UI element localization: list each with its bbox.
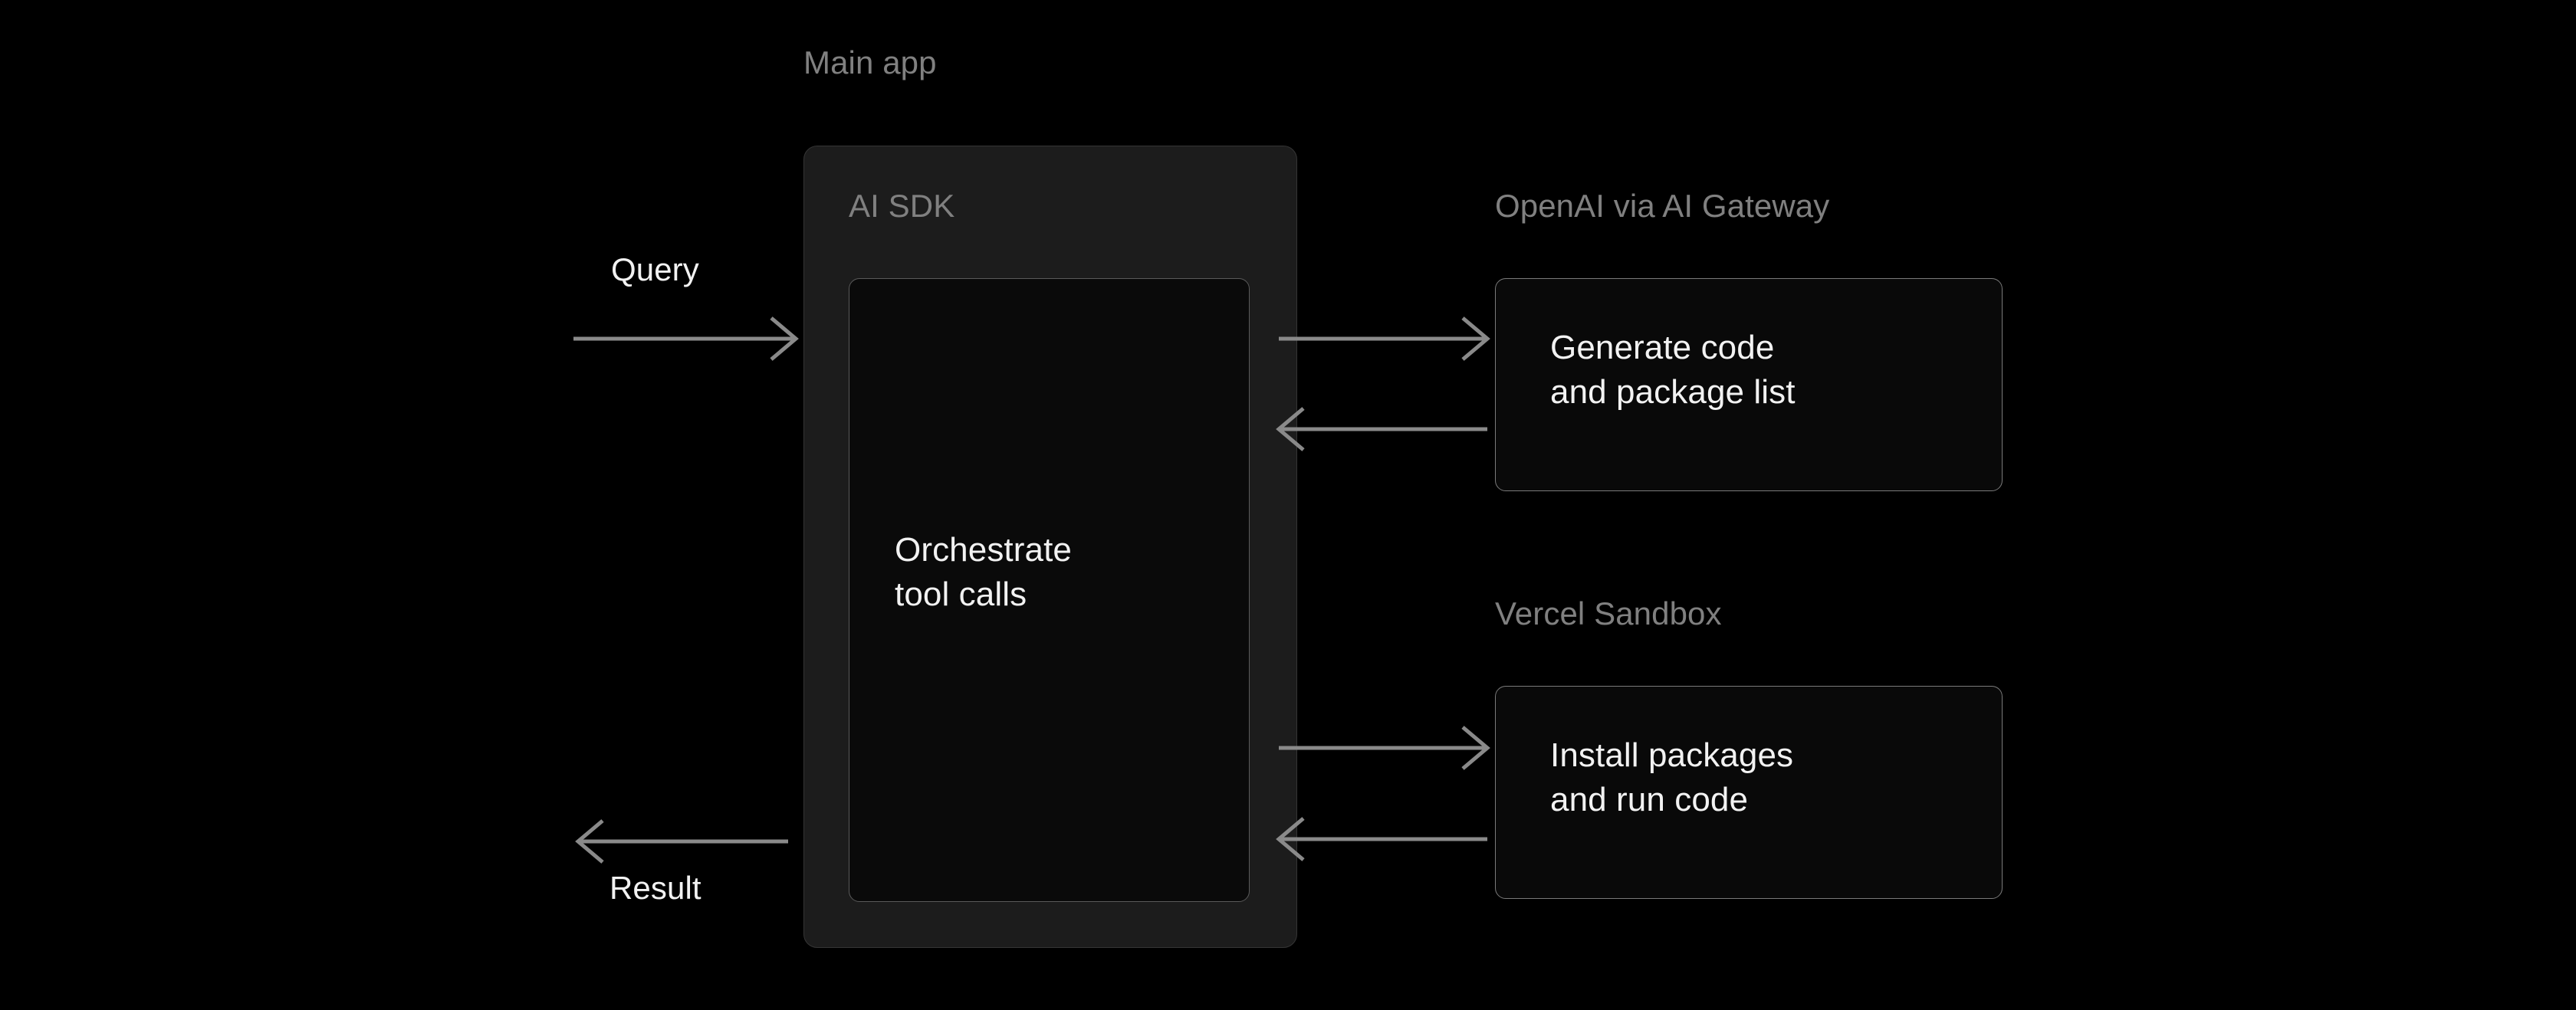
vercel-sandbox-box <box>1495 686 2003 899</box>
vercel-sandbox-text: Install packages and run code <box>1550 736 1794 819</box>
sdk-to-openai-arrow <box>1279 316 1490 361</box>
query-arrow <box>573 316 799 361</box>
openai-gateway-text: Generate code and package list <box>1550 329 1796 412</box>
openai-gateway-label: OpenAI via AI Gateway <box>1495 188 1830 224</box>
result-arrow <box>575 819 788 864</box>
vercel-sandbox-label: Vercel Sandbox <box>1495 595 1722 631</box>
sdk-to-sandbox-arrow <box>1279 726 1490 770</box>
sandbox-to-sdk-arrow <box>1276 817 1487 861</box>
orchestrate-node-text: Orchestrate tool calls <box>895 531 1072 614</box>
openai-gateway-box <box>1495 278 2003 491</box>
ai-sdk-label: AI SDK <box>849 188 955 224</box>
openai-to-sdk-arrow <box>1276 407 1487 451</box>
query-edge-label: Query <box>611 251 699 287</box>
orchestrate-node-box <box>849 278 1250 902</box>
result-edge-label: Result <box>610 870 702 906</box>
main-app-label: Main app <box>803 44 937 80</box>
